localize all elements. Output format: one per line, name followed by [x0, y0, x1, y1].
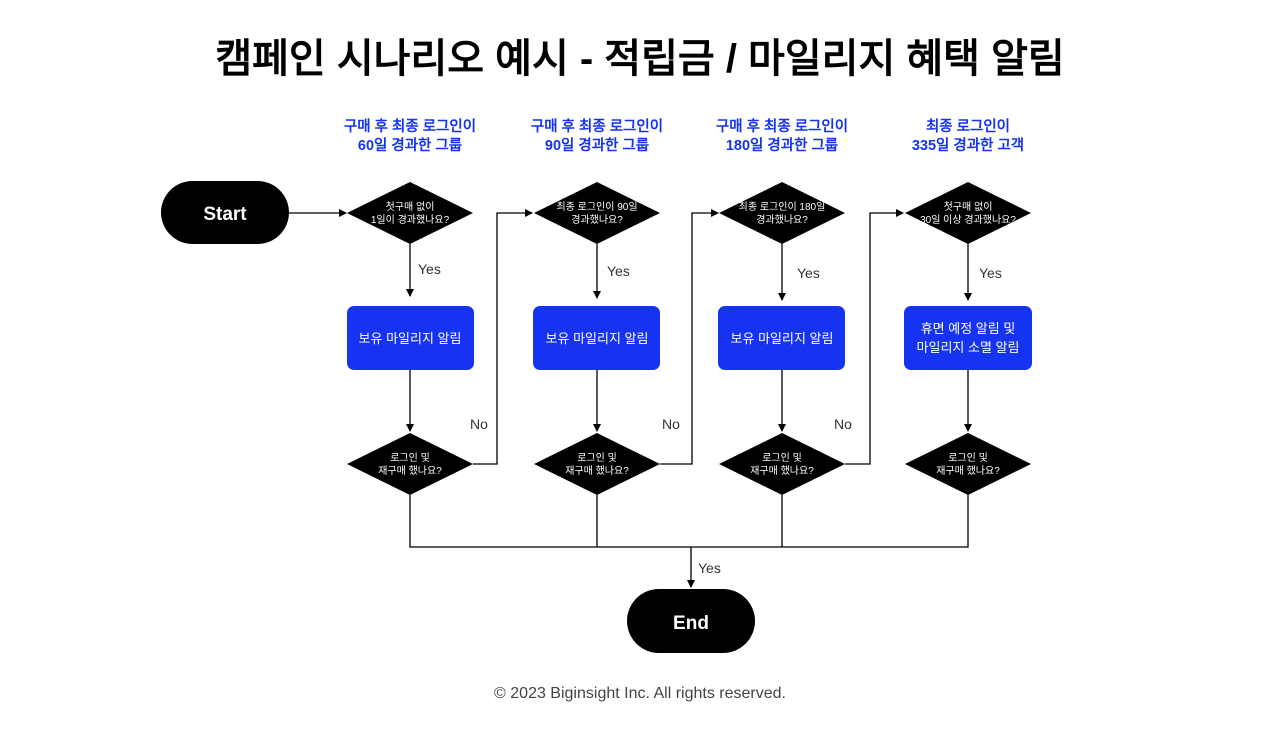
yes-label: Yes [979, 265, 1002, 281]
no-arrow [660, 209, 719, 465]
decision-q3: 최종 로그인이 180일 경과했나요? [719, 182, 845, 244]
connectors [289, 209, 972, 588]
yes-label-final: Yes [698, 560, 721, 576]
decision-check: 로그인 및 재구매 했나요? [719, 433, 845, 495]
start-label: Start [203, 204, 247, 225]
action-box: 보유 마일리지 알림 [533, 306, 660, 370]
column-header: 60일 경과한 그룹 [358, 136, 462, 154]
action-text: 보유 마일리지 알림 [731, 331, 834, 346]
action-text: 휴면 예정 알림 및 [921, 321, 1016, 336]
decision-text: 경과했나요? [571, 213, 623, 226]
column-header: 구매 후 최종 로그인이 [531, 117, 663, 135]
yes-label: Yes [418, 261, 441, 277]
page-title: 캠페인 시나리오 예시 - 적립금 / 마일리지 혜택 알림 [215, 37, 1064, 81]
no-label: No [470, 416, 488, 432]
yes-merge-line [596, 495, 783, 547]
action-box: 보유 마일리지 알림 [718, 306, 845, 370]
no-arrow [473, 209, 533, 465]
decision-q1: 첫구매 없이 1일이 경과했나요? [347, 182, 473, 244]
action-text: 보유 마일리지 알림 [359, 331, 462, 346]
no-label: No [834, 416, 852, 432]
column-header: 최종 로그인이 [926, 117, 1010, 135]
decision-text: 로그인 및 [577, 452, 617, 464]
decision-text: 첫구매 없이 [386, 200, 435, 213]
yes-label: Yes [797, 265, 820, 281]
decision-text: 로그인 및 [390, 452, 430, 464]
footer-copyright: © 2023 Biginsight Inc. All rights reserv… [494, 685, 786, 702]
decision-text: 30일 이상 경과했나요? [920, 213, 1016, 226]
decision-text: 재구매 했나요? [936, 464, 1000, 477]
start-node: Start [161, 181, 289, 244]
decision-text: 첫구매 없이 [944, 200, 993, 213]
action-box: 보유 마일리지 알림 [347, 306, 474, 370]
decision-text: 재구매 했나요? [565, 464, 629, 477]
no-arrow [845, 209, 904, 465]
decision-check: 로그인 및 재구매 했나요? [347, 433, 473, 495]
yes-label: Yes [607, 263, 630, 279]
end-label: End [673, 613, 709, 634]
column-header: 180일 경과한 그룹 [726, 136, 838, 154]
decision-text: 로그인 및 [762, 452, 802, 464]
decision-text: 로그인 및 [948, 452, 988, 464]
decision-text: 경과했나요? [756, 213, 808, 226]
action-box: 휴면 예정 알림 및 마일리지 소멸 알림 [904, 306, 1032, 370]
decision-text: 재구매 했나요? [378, 464, 442, 477]
decision-check: 로그인 및 재구매 했나요? [534, 433, 660, 495]
action-text: 보유 마일리지 알림 [546, 331, 649, 346]
column-header: 90일 경과한 그룹 [545, 136, 649, 154]
decision-text: 재구매 했나요? [750, 464, 814, 477]
end-node: End [627, 589, 755, 653]
action-text: 마일리지 소멸 알림 [917, 340, 1020, 355]
decision-text: 1일이 경과했나요? [371, 213, 450, 226]
decision-q4: 첫구매 없이 30일 이상 경과했나요? [905, 182, 1031, 244]
column-headers: 구매 후 최종 로그인이 60일 경과한 그룹 구매 후 최종 로그인이 90일… [344, 117, 1024, 154]
no-label: No [662, 416, 680, 432]
decision-text: 최종 로그인이 180일 [739, 201, 826, 213]
decision-check: 로그인 및 재구매 했나요? [905, 433, 1031, 495]
column-header: 구매 후 최종 로그인이 [716, 117, 848, 135]
yes-merge-line [409, 495, 969, 548]
decision-q2: 최종 로그인이 90일 경과했나요? [534, 182, 660, 244]
column-header: 구매 후 최종 로그인이 [344, 117, 476, 135]
column-header: 335일 경과한 고객 [912, 136, 1024, 154]
decision-text: 최종 로그인이 90일 [556, 201, 637, 213]
